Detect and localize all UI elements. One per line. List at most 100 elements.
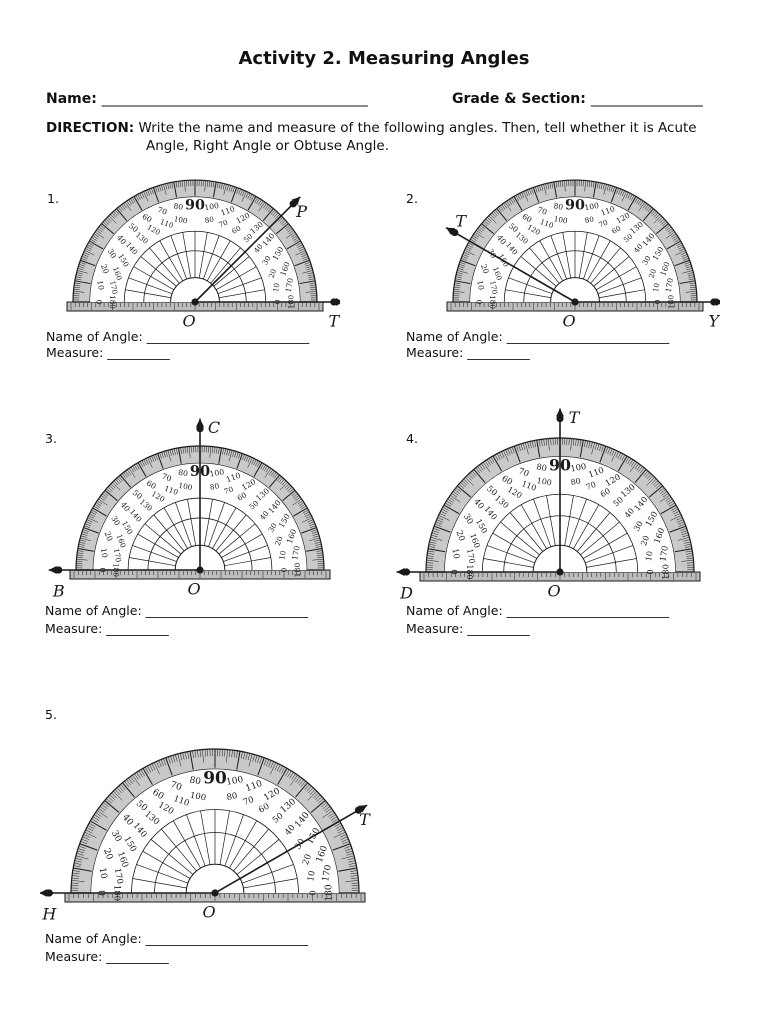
spoke-line — [149, 247, 180, 284]
degree-tick — [81, 531, 89, 534]
degree-tick — [665, 231, 676, 239]
degree-tick — [73, 288, 80, 291]
ray-a-arrowhead — [556, 408, 564, 417]
degree-tick — [590, 181, 593, 188]
degree-tick — [662, 493, 669, 498]
degree-tick — [209, 446, 212, 458]
degree-tick — [161, 451, 164, 459]
degree-tick — [592, 181, 595, 188]
degree-tick — [659, 494, 670, 503]
degree-tick — [617, 455, 628, 472]
degree-tick — [71, 882, 79, 884]
name-line[interactable]: Name: __________________________________… — [46, 91, 368, 107]
measure-5[interactable]: Measure: __________ — [45, 949, 169, 964]
degree-tick — [130, 198, 134, 204]
degree-tick — [128, 199, 133, 205]
degree-tick — [453, 288, 460, 291]
degree-tick — [306, 547, 323, 552]
degree-tick — [279, 482, 288, 491]
spoke-line — [133, 266, 175, 291]
degree-tick — [678, 246, 684, 250]
degree-tick — [98, 808, 105, 813]
degree-tick — [78, 543, 85, 546]
degree-tick — [471, 237, 477, 241]
degree-tick — [687, 272, 694, 275]
grade-blank[interactable]: ________________ — [590, 91, 703, 107]
name-blank[interactable]: ______________________________________ — [101, 91, 368, 107]
degree-tick — [294, 259, 310, 267]
degree-tick — [107, 796, 114, 802]
degree-tick — [668, 502, 675, 507]
spoke-line — [483, 558, 534, 568]
degree-tick — [77, 547, 94, 552]
degree-tick — [465, 477, 474, 486]
degree-tick — [481, 463, 486, 470]
spoke-line — [585, 545, 634, 564]
degree-tick — [109, 485, 115, 490]
degree-tick — [494, 454, 499, 461]
degree-tick — [642, 203, 647, 209]
spoke-line — [583, 532, 628, 559]
degree-tick — [102, 493, 108, 498]
spoke-line — [508, 277, 553, 294]
spoke-line — [576, 512, 611, 552]
name-of-angle-1[interactable]: Name of Angle: _________________________… — [46, 329, 310, 344]
degree-tick — [218, 182, 221, 189]
degree-tick — [92, 816, 100, 821]
degree-tick — [433, 528, 440, 531]
measure-3[interactable]: Measure: __________ — [45, 621, 169, 636]
name-of-angle-3[interactable]: Name of Angle: _________________________… — [45, 603, 309, 618]
degree-tick — [612, 186, 615, 193]
measure-2[interactable]: Measure: __________ — [406, 345, 530, 360]
degree-tick — [87, 517, 98, 523]
degree-tick — [666, 240, 681, 250]
ray-b-point — [55, 566, 63, 574]
grade-section-line[interactable]: Grade & Section: ________________ — [452, 91, 703, 107]
degree-tick — [247, 196, 257, 211]
name-of-angle-4[interactable]: Name of Angle: _________________________… — [406, 603, 670, 618]
degree-tick — [107, 486, 113, 492]
degree-tick — [230, 185, 233, 192]
scale-label-outer: 80 — [173, 201, 184, 212]
degree-tick — [84, 525, 91, 529]
spoke-line — [583, 235, 600, 280]
degree-tick — [76, 274, 83, 277]
degree-tick — [204, 180, 206, 192]
measure-1[interactable]: Measure: __________ — [46, 345, 170, 360]
degree-tick — [600, 183, 603, 190]
degree-tick — [232, 186, 235, 193]
spoke-line — [206, 240, 231, 282]
degree-tick — [266, 759, 270, 767]
degree-tick — [447, 498, 454, 503]
ray-b-label: D — [399, 584, 413, 603]
scale-label-inner: 0 — [646, 569, 655, 574]
degree-tick — [643, 470, 649, 477]
degree-tick — [112, 482, 121, 491]
degree-tick — [104, 489, 118, 502]
degree-tick — [317, 556, 324, 558]
ray-b-point — [402, 568, 411, 576]
degree-tick — [504, 201, 512, 212]
degree-tick — [474, 231, 485, 239]
scale-label-inner: 30 — [266, 521, 279, 534]
spoke-line — [597, 277, 642, 294]
degree-tick — [243, 752, 246, 760]
degree-tick — [427, 548, 446, 553]
degree-tick — [674, 513, 681, 517]
degree-tick — [160, 759, 164, 767]
degree-tick — [300, 252, 307, 256]
name-of-angle-5[interactable]: Name of Angle: _________________________… — [45, 931, 309, 946]
degree-tick — [440, 510, 447, 515]
degree-tick — [351, 877, 359, 879]
spoke-line — [159, 240, 184, 282]
degree-tick — [579, 439, 584, 458]
degree-tick — [506, 200, 511, 207]
spoke-line — [573, 504, 600, 549]
degree-tick — [289, 774, 298, 786]
degree-tick — [322, 810, 334, 819]
degree-tick — [135, 463, 140, 470]
name-of-angle-2[interactable]: Name of Angle: _________________________… — [406, 329, 670, 344]
degree-tick — [74, 862, 82, 865]
measure-4[interactable]: Measure: __________ — [406, 621, 530, 636]
spoke-line — [492, 532, 537, 559]
